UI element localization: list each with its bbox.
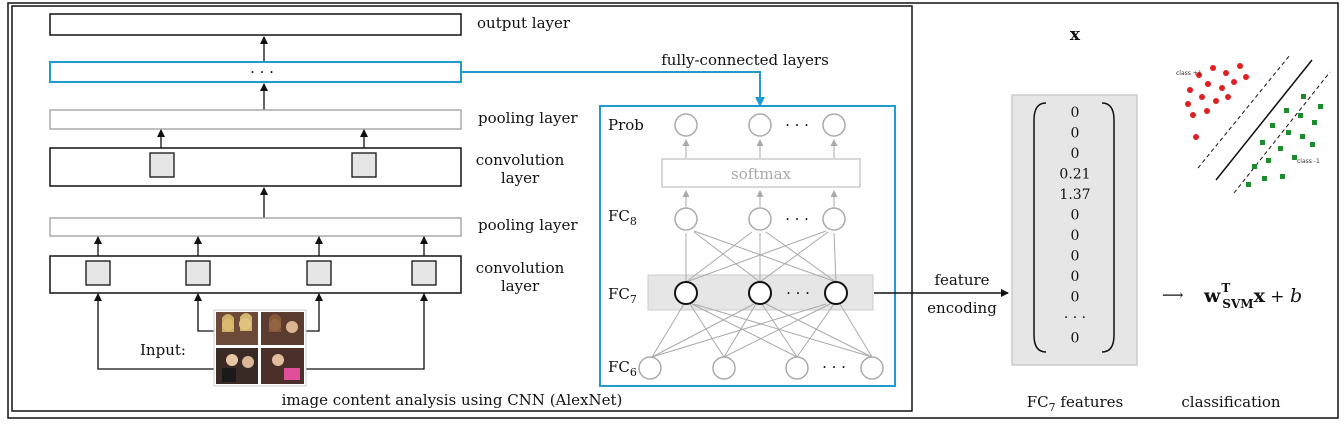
feature-value: 0 bbox=[1071, 105, 1080, 121]
output-layer-label: output layer bbox=[477, 14, 571, 32]
cnn-caption: image content analysis using CNN (AlexNe… bbox=[282, 391, 623, 409]
softmax-label: softmax bbox=[731, 165, 791, 183]
pooling-layer-bottom-box bbox=[49, 217, 462, 237]
input-image bbox=[213, 309, 307, 387]
conv-filter-bottom-4 bbox=[411, 260, 437, 286]
convolution-layer-top-label-1: convolution bbox=[476, 151, 565, 169]
conv-filter-bottom-2 bbox=[185, 260, 211, 286]
pooling-layer-bottom-label: pooling layer bbox=[478, 216, 578, 234]
fc7-ellipsis: · · · bbox=[786, 284, 810, 302]
cnn-layer-stack: output layer · · · pooling layer convolu… bbox=[49, 13, 623, 409]
fc-zoom-arrow bbox=[462, 71, 765, 107]
feature-value: 0 bbox=[1071, 208, 1080, 224]
softmax-box bbox=[661, 158, 861, 188]
conv-filter-top-left bbox=[149, 152, 175, 178]
fc-layers-dots: · · · bbox=[250, 63, 274, 81]
fc7-nodes bbox=[674, 281, 848, 305]
svm-margin-lower bbox=[1233, 71, 1331, 194]
conv-filter-bottom-3 bbox=[306, 260, 332, 286]
fc-layers-box bbox=[49, 61, 462, 83]
output-layer-box bbox=[49, 13, 462, 36]
class-negative-points bbox=[1246, 94, 1323, 187]
feature-value: 0 bbox=[1071, 249, 1080, 265]
feature-vector-x-label: x bbox=[1070, 25, 1081, 45]
input-line-1 bbox=[94, 293, 215, 370]
convolution-layer-bottom-label-1: convolution bbox=[476, 259, 565, 277]
fc8-to-prob-arrows bbox=[682, 139, 838, 207]
input-line-2 bbox=[194, 293, 215, 332]
fc6-ellipsis: · · · bbox=[822, 358, 846, 376]
feature-value: 1.37 bbox=[1059, 187, 1090, 203]
input-line-4 bbox=[305, 293, 428, 370]
feature-values: 0 0 0 0.21 1.37 0 0 0 0 0 · · · 0 bbox=[1059, 105, 1090, 347]
feature-vector-box bbox=[1011, 94, 1138, 366]
prob-nodes bbox=[674, 113, 846, 137]
right-bracket bbox=[1101, 102, 1115, 353]
fc8-label: FC8 bbox=[608, 207, 637, 228]
conv-filter-top-right bbox=[351, 152, 377, 178]
prob-ellipsis: · · · bbox=[785, 116, 809, 134]
fc6-nodes bbox=[638, 356, 884, 380]
class-positive-points bbox=[1185, 63, 1249, 140]
edges-fc6-fc7 bbox=[651, 303, 873, 358]
classification-caption: classification bbox=[1181, 393, 1281, 411]
input-line-3 bbox=[305, 293, 323, 332]
pooling-layer-top-box bbox=[49, 109, 462, 130]
prob-label: Prob bbox=[608, 116, 644, 134]
feature-vector: x 0 0 0 0.21 1.37 0 0 0 0 0 · · · 0 FC7 features bbox=[1011, 25, 1138, 414]
svm-hyperplane bbox=[1215, 59, 1313, 181]
feature-encoding-label-2: encoding bbox=[927, 299, 997, 317]
feature-value: 0.21 bbox=[1059, 167, 1090, 183]
convolution-layer-top-label-2: layer bbox=[501, 169, 540, 187]
class-positive-label: class +1 bbox=[1176, 70, 1202, 77]
feature-caption: FC7 features bbox=[1027, 393, 1123, 414]
classification-arrow: ⟶ bbox=[1162, 286, 1184, 304]
convolution-layer-bottom-box bbox=[49, 255, 462, 294]
fc-layers-label: fully-connected layers bbox=[661, 51, 829, 69]
cnn-frame bbox=[11, 5, 913, 412]
edges-fc7-fc8 bbox=[685, 230, 837, 283]
feature-value: 0 bbox=[1071, 146, 1080, 162]
convolution-layer-top-box bbox=[49, 147, 462, 187]
feature-value: 0 bbox=[1071, 331, 1080, 347]
feature-value: 0 bbox=[1071, 228, 1080, 244]
class-negative-label: class -1 bbox=[1297, 158, 1320, 165]
feature-encoding-label-1: feature bbox=[934, 271, 989, 289]
fc8-nodes bbox=[674, 207, 846, 231]
pooling-layer-top-label: pooling layer bbox=[478, 109, 578, 127]
fc8-ellipsis: · · · bbox=[785, 210, 809, 228]
fc6-label: FC6 bbox=[608, 358, 637, 379]
conv-filter-bottom-1 bbox=[85, 260, 111, 286]
convolution-layer-bottom-label-2: layer bbox=[501, 277, 540, 295]
outer-frame bbox=[7, 2, 1339, 419]
fc-detail-box bbox=[599, 105, 896, 387]
feature-value: 0 bbox=[1071, 126, 1080, 142]
svm-margin-upper bbox=[1197, 54, 1291, 169]
fc7-label: FC7 bbox=[608, 285, 637, 306]
input-label: Input: bbox=[140, 341, 186, 359]
fc-detail: fully-connected layers softmax Prob FC8 … bbox=[462, 51, 896, 387]
feature-value: 0 bbox=[1071, 290, 1080, 306]
feature-value: 0 bbox=[1071, 269, 1080, 285]
left-bracket bbox=[1033, 102, 1047, 353]
feature-value: · · · bbox=[1064, 310, 1086, 326]
